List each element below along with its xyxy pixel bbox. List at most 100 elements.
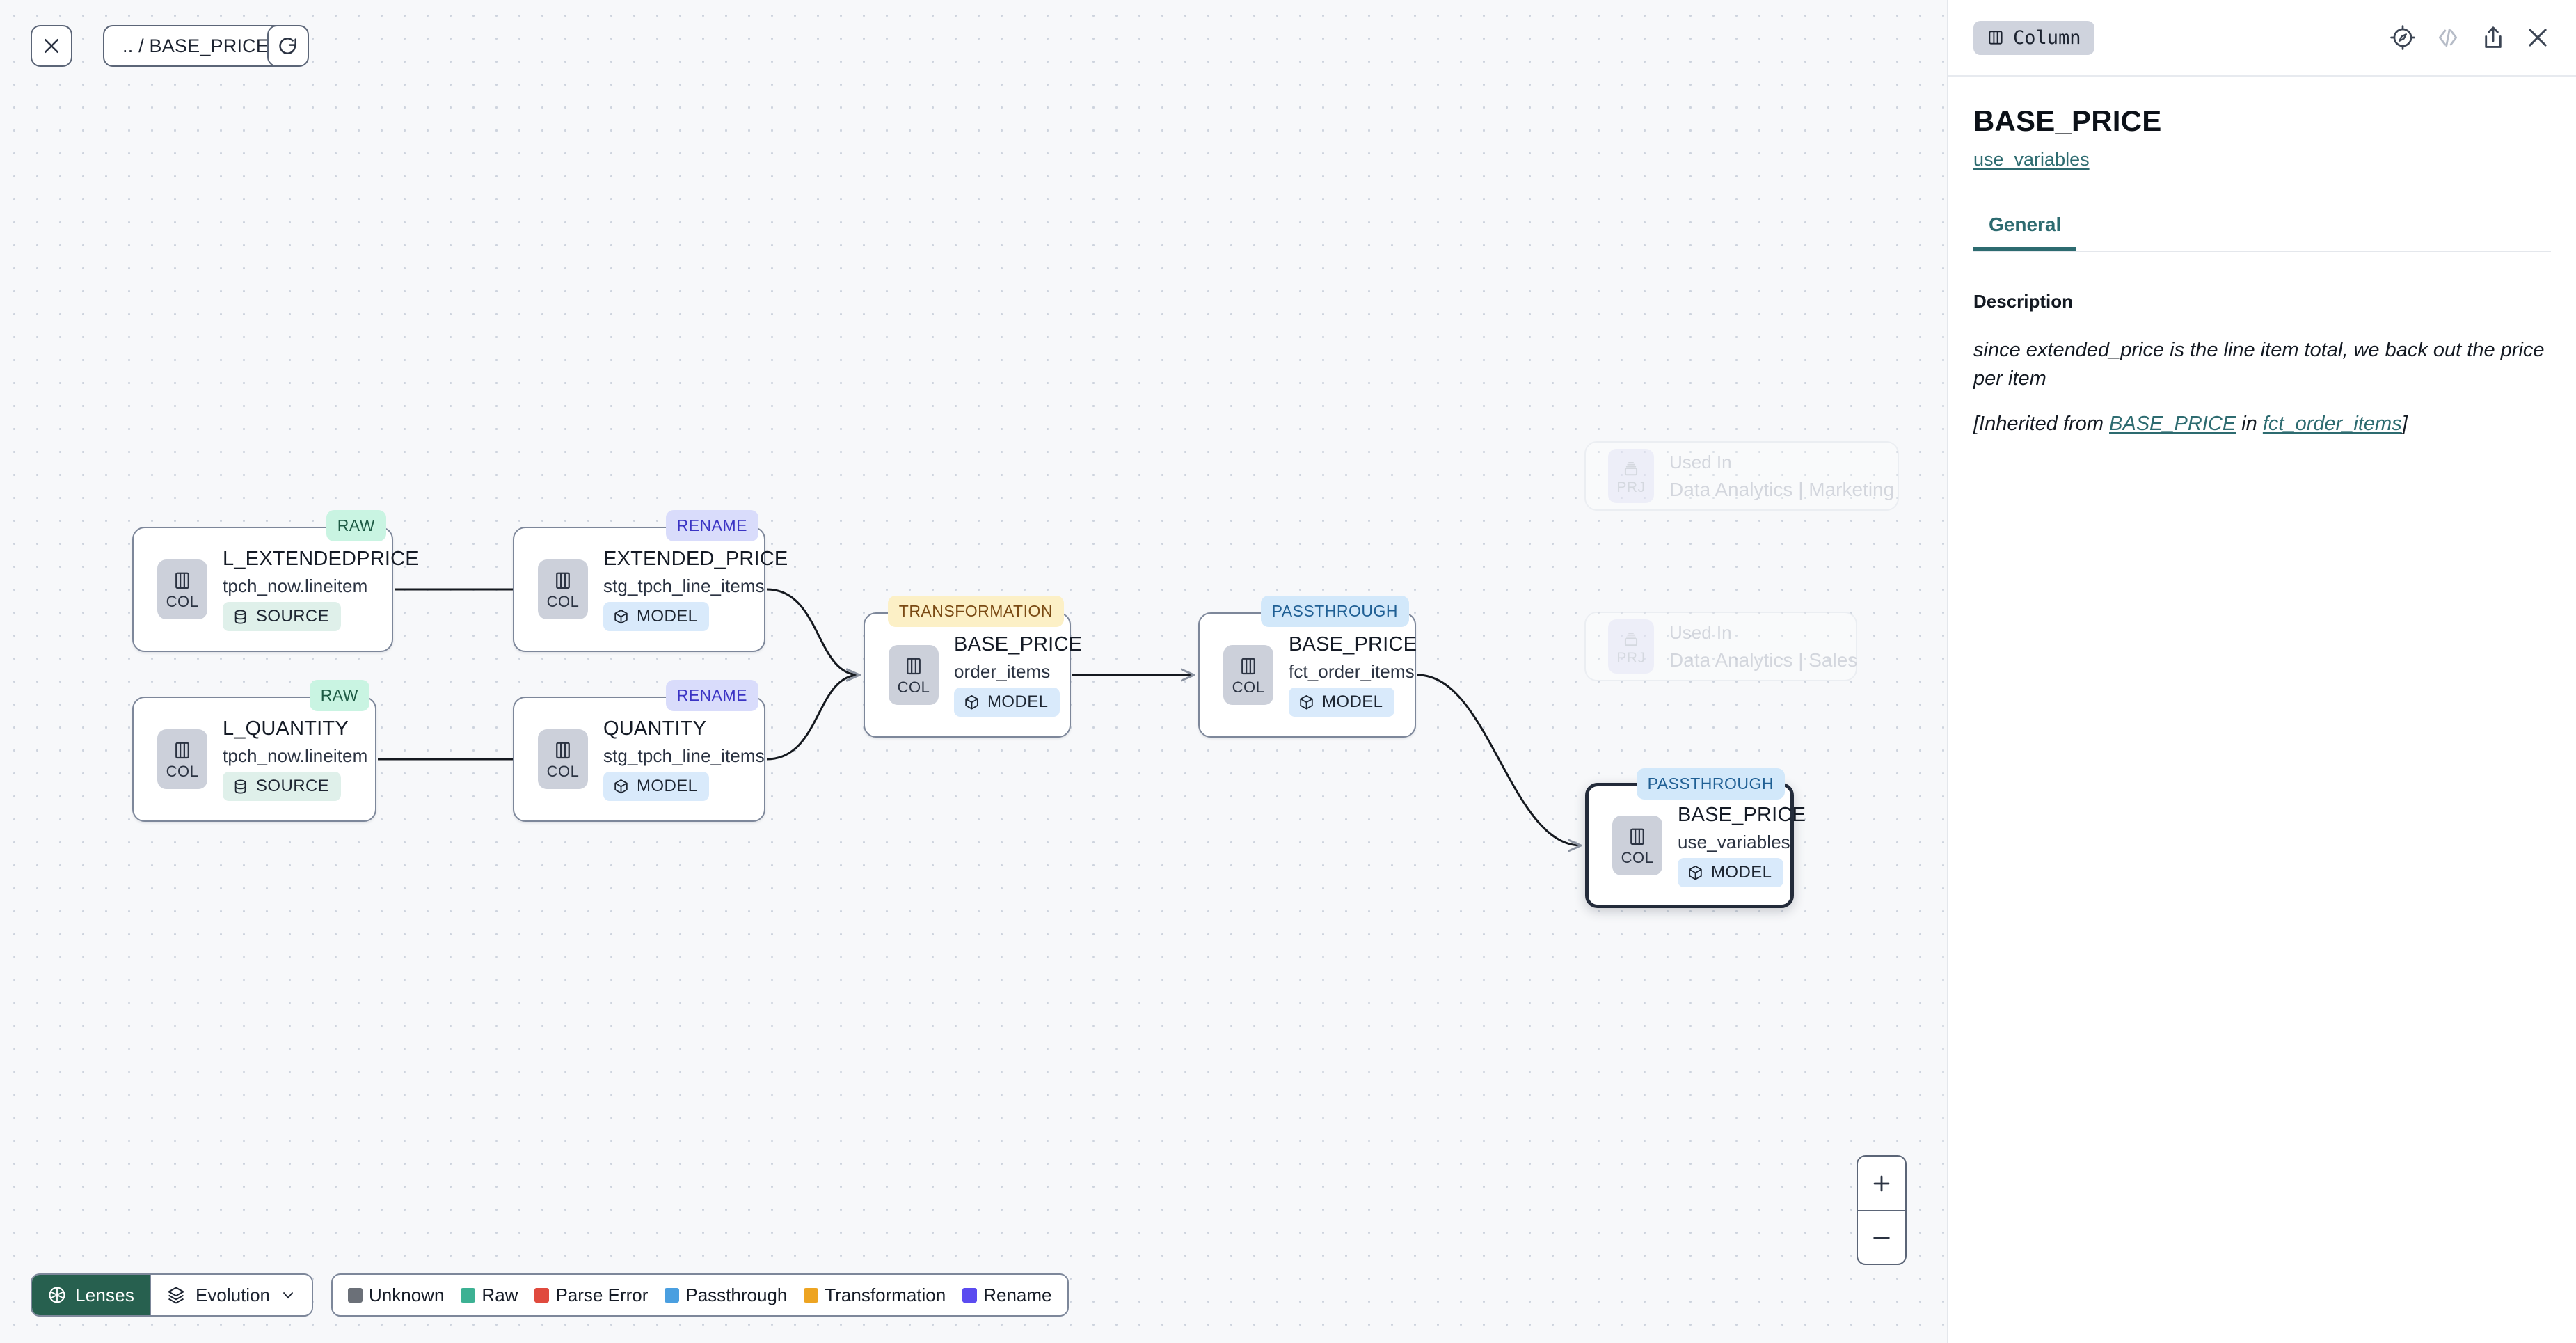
minus-icon xyxy=(1873,1236,1890,1239)
tab-general[interactable]: General xyxy=(1973,214,2077,251)
refresh-icon xyxy=(279,38,296,54)
node-kind-chip: COL xyxy=(1223,645,1273,705)
legend-swatch xyxy=(804,1287,819,1303)
node-title: BASE_PRICE xyxy=(1289,633,1417,655)
inherited-suffix: ] xyxy=(2401,413,2408,436)
type-chip-label: Column xyxy=(2013,26,2081,49)
lineage-node[interactable]: TRANSFORMATION COL BASE_PRICE order_item… xyxy=(864,596,1082,738)
node-source-badge: MODEL xyxy=(954,688,1060,717)
share-icon[interactable] xyxy=(2480,24,2506,51)
node-title: L_EXTENDEDPRICE xyxy=(223,548,419,570)
legend-item[interactable]: Raw xyxy=(461,1285,518,1306)
node-title: L_QUANTITY xyxy=(223,717,349,740)
zoom-out-button[interactable] xyxy=(1858,1210,1905,1264)
node-source-badge: MODEL xyxy=(603,772,710,801)
used-in-text: Used In Data Analytics | Marketing xyxy=(1669,452,1894,501)
legend-swatch xyxy=(461,1287,476,1303)
node-type-badge: RAW xyxy=(309,680,369,711)
plus-icon xyxy=(1873,1175,1890,1191)
node-kind-chip: COL xyxy=(157,729,207,789)
zoom-in-button[interactable] xyxy=(1858,1157,1905,1210)
database-icon xyxy=(234,609,246,624)
legend-item[interactable]: Rename xyxy=(962,1284,1052,1306)
inherited-model-link[interactable]: fct_order_items xyxy=(2262,413,2402,436)
project-icon xyxy=(1624,632,1638,646)
panel-body: BASE_PRICE use_variables General xyxy=(1948,77,2576,252)
used-in-value: Data Analytics | Marketing xyxy=(1669,478,1895,500)
node-type-badge: PASSTHROUGH xyxy=(1260,596,1409,627)
legend-item[interactable]: Parse Error xyxy=(534,1285,648,1306)
node-chip-label: COL xyxy=(166,593,199,610)
breadcrumb[interactable]: .. / BASE_PRICE xyxy=(103,25,289,67)
node-subtitle: fct_order_items xyxy=(1289,661,1415,682)
project-chip: PRJ xyxy=(1608,449,1654,503)
lineage-edge xyxy=(766,675,859,761)
node-subtitle: stg_tpch_line_items xyxy=(603,575,765,596)
cube-icon xyxy=(965,694,978,710)
legend-label: Parse Error xyxy=(555,1284,649,1305)
node-kind-chip: COL xyxy=(889,645,939,705)
lineage-node[interactable]: RENAME COL EXTENDED_PRICE stg_tpch_line_… xyxy=(513,510,788,652)
node-source-label: SOURCE xyxy=(256,777,330,795)
refresh-button[interactable] xyxy=(267,25,309,67)
close-graph-button[interactable] xyxy=(31,25,72,67)
node-chip-label: COL xyxy=(1232,678,1265,696)
lineage-node[interactable]: RAW COL L_QUANTITY tpch_now.lineitem SOU… xyxy=(132,680,376,822)
node-chip-label: COL xyxy=(166,763,199,780)
breadcrumb-label: .. / BASE_PRICE xyxy=(122,35,269,56)
node-source-badge: MODEL xyxy=(603,602,710,631)
node-source-label: MODEL xyxy=(637,607,698,626)
columns-icon xyxy=(907,658,921,675)
lineage-node[interactable]: PASSTHROUGH COL BASE_PRICE use_variables… xyxy=(1585,768,1806,908)
project-chip-label: PRJ xyxy=(1616,649,1646,666)
node-source-label: MODEL xyxy=(1711,863,1772,882)
legend-label: Unknown xyxy=(369,1284,445,1305)
legend-label: Passthrough xyxy=(685,1284,788,1305)
used-in-label: Used In xyxy=(1669,621,1732,643)
used-in-card[interactable]: PRJ Used In Data Analytics | Sales xyxy=(1584,612,1857,681)
node-source-badge: SOURCE xyxy=(223,772,342,801)
legend-label: Rename xyxy=(983,1284,1052,1305)
legend-item[interactable]: Passthrough xyxy=(665,1285,787,1306)
node-subtitle: order_items xyxy=(954,661,1051,682)
node-chip-label: COL xyxy=(546,593,580,610)
lineage-edge xyxy=(1417,674,1581,845)
lineage-node[interactable]: RENAME COL QUANTITY stg_tpch_line_items … xyxy=(513,680,765,822)
cube-icon xyxy=(614,779,628,794)
close-icon[interactable] xyxy=(2525,24,2551,51)
used-in-card[interactable]: PRJ Used In Data Analytics | Marketing xyxy=(1584,441,1899,511)
lineage-node[interactable]: RAW COL L_EXTENDEDPRICE tpch_now.lineite… xyxy=(132,510,419,652)
node-content: COL EXTENDED_PRICE stg_tpch_line_items M… xyxy=(514,528,788,651)
lenses-button[interactable]: Lenses xyxy=(32,1275,150,1315)
legend-swatch xyxy=(534,1287,550,1303)
lens-controls: Lenses Evolution xyxy=(31,1273,314,1317)
node-content: COL BASE_PRICE order_items MODEL xyxy=(865,614,1082,736)
evolution-dropdown[interactable]: Evolution xyxy=(150,1275,312,1315)
columns-icon xyxy=(556,742,570,759)
node-subtitle: stg_tpch_line_items xyxy=(603,745,765,766)
legend-swatch xyxy=(962,1287,978,1303)
node-text: L_QUANTITY tpch_now.lineitem SOURCE xyxy=(223,717,367,801)
node-chip-label: COL xyxy=(897,678,930,696)
lineage-node[interactable]: PASSTHROUGH COL BASE_PRICE fct_order_ite… xyxy=(1198,596,1417,738)
code-icon[interactable] xyxy=(2434,24,2462,51)
legend-item[interactable]: Transformation xyxy=(804,1285,946,1306)
zoom-controls xyxy=(1857,1155,1907,1265)
legend-item[interactable]: Unknown xyxy=(348,1285,444,1306)
lineage-graph-canvas[interactable]: .. / BASE_PRICE RAW COL L_EXTENDEDPRICE … xyxy=(0,0,1947,1343)
panel-header-icons xyxy=(2390,24,2551,51)
legend-label: Raw xyxy=(482,1284,518,1305)
node-content: COL BASE_PRICE use_variables MODEL xyxy=(1589,786,1806,905)
legend-swatch xyxy=(348,1287,363,1303)
node-kind-chip: COL xyxy=(538,729,588,789)
inherited-column-link[interactable]: BASE_PRICE xyxy=(2109,413,2236,436)
explore-compass-icon[interactable] xyxy=(2390,24,2416,51)
legend-swatch xyxy=(665,1287,680,1303)
used-in-text: Used In Data Analytics | Sales xyxy=(1669,622,1857,672)
inherited-mid: in xyxy=(2236,413,2263,436)
columns-icon xyxy=(1989,31,2003,45)
parent-model-link[interactable]: use_variables xyxy=(1973,149,2090,170)
canvas-bottom-toolbar: Lenses Evolution Unknown xyxy=(31,1273,1069,1317)
node-source-label: SOURCE xyxy=(256,607,330,626)
columns-icon xyxy=(175,572,189,589)
